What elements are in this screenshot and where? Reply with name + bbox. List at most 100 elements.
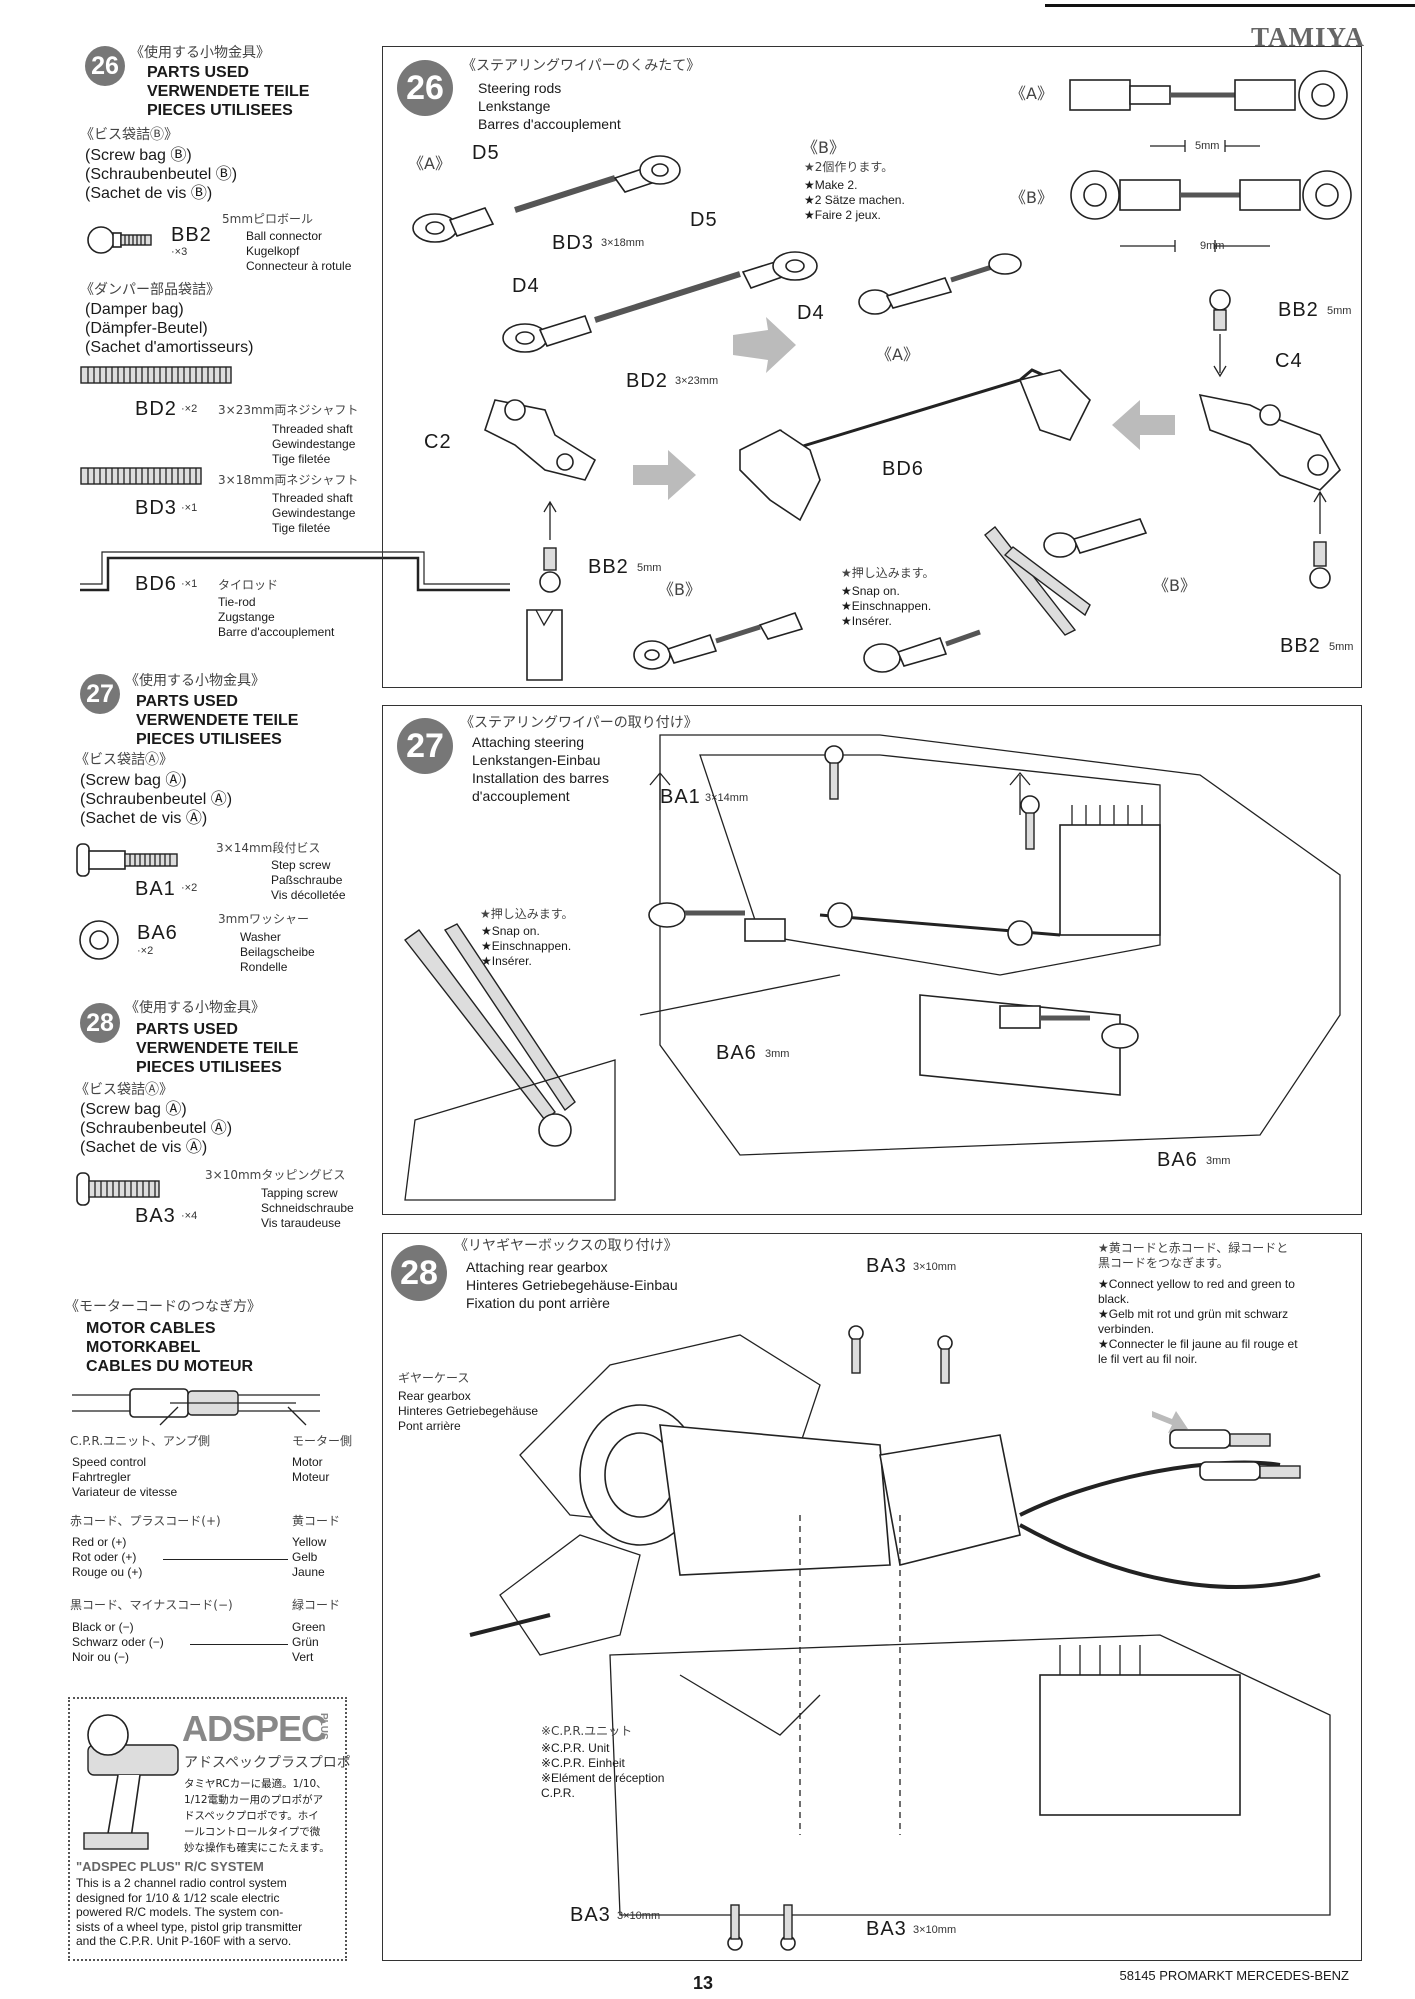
cpr-unit-jp: ※C.P.R.ユニット [541, 1724, 633, 1738]
arrow-right-icon [733, 317, 796, 373]
screw-ba1-left [824, 745, 844, 800]
ba6-label-27b: BA6 [1157, 1149, 1198, 1171]
steering-arm-c4 [1198, 393, 1341, 491]
step26-number: 26 [397, 60, 453, 116]
tie-rod-assembly [739, 368, 1091, 522]
ba6-qty: ·×2 [137, 945, 154, 957]
adspec-plus: PLUS [318, 1713, 329, 1740]
cable-note-jp: ★黄コードと赤コード、緑コードと黒コードをつなぎます。 [1098, 1241, 1289, 1270]
adspec-body: This is a 2 channel radio control system… [76, 1876, 303, 1948]
screw-ba3-4 [780, 1904, 796, 1951]
cpr-side-jp: C.P.R.ユニット、アンプ側 [70, 1434, 211, 1448]
pliers-icon [984, 526, 1091, 636]
rod-assembly-bd2 [502, 251, 818, 353]
s26-bag-jp: 《ビス袋詰Ⓑ》 [80, 127, 178, 143]
ba3-code: BA3 [135, 1205, 176, 1227]
step28-panel [382, 1233, 1362, 1961]
snap-jp-27: ★押し込みます。 [480, 907, 574, 921]
label-b-note: 《B》 [802, 138, 845, 157]
step27-jp-title: 《ステアリングワイパーの取り付け》 [460, 715, 698, 731]
threaded-shaft-long-icon [80, 366, 232, 384]
bd6-qty: ·×1 [181, 578, 198, 590]
s27-jp-title: 《使用する小物金具》 [125, 673, 265, 689]
ball-connector-up-left [539, 500, 561, 593]
dim-b-label: 9mm [1200, 240, 1225, 252]
damper-lines: (Damper bag)(Dämpfer-Beutel)(Sachet d'am… [85, 301, 254, 356]
rear-gearbox-drawing [469, 1334, 1331, 1916]
step26-parts-number: 26 [85, 46, 125, 86]
snap-lines-27: ★Snap on.★Einschnappen.★Insérer. [481, 924, 572, 968]
s27-bag-lines: (Screw bag Ⓐ)(Schraubenbeutel Ⓐ)(Sachet … [80, 772, 233, 827]
ba6-size-27a: 3mm [765, 1048, 790, 1060]
rod-end-27-left [648, 902, 786, 942]
gear-case-jp: ギヤーケース [398, 1371, 470, 1385]
label-a-left: 《A》 [408, 154, 451, 173]
black-lines: Black or (−)Schwarz oder (−)Noir ou (−) [72, 1620, 164, 1664]
ba1-qty: ·×2 [181, 882, 198, 894]
red-lines: Red or (+)Rot oder (+)Rouge ou (+) [72, 1535, 143, 1579]
arrow-left-icon [1112, 400, 1175, 450]
adspec-brand-jp: アドスペックプラスプロポ [184, 1755, 351, 1771]
arrow-right-icon-2 [633, 450, 696, 500]
ba3-size-top: 3×10mm [913, 1261, 957, 1273]
step28-number: 28 [391, 1245, 447, 1301]
damper-jp: 《ダンパー部品袋詰》 [80, 282, 220, 298]
yellow-jp: 黄コード [292, 1514, 341, 1528]
rod-assembly-bd3 [412, 155, 681, 243]
chassis-front-drawing [639, 734, 1341, 1156]
bd2-qty: ·×2 [181, 403, 198, 415]
dim-9mm [1120, 240, 1270, 252]
bd3-code: BD3 [135, 497, 177, 519]
ba3-label-br: BA3 [866, 1918, 907, 1940]
screw-ba1-right [1020, 795, 1040, 850]
bd3-size: 3×18mm [601, 237, 645, 249]
ba6-size-27b: 3mm [1206, 1155, 1231, 1167]
snap-lines-26: ★Snap on.★Einschnappen.★Insérer. [841, 584, 932, 628]
d5-bottom: D5 [690, 209, 718, 231]
step26-jp-title: 《ステアリングワイパーのくみたて》 [462, 58, 701, 74]
motor-jp-title: 《モーターコードのつなぎ方》 [65, 1299, 261, 1315]
black-jp: 黒コード、マイナスコード(−) [70, 1598, 233, 1612]
ba3-label-bl: BA3 [570, 1904, 611, 1926]
dim-5mm [1150, 140, 1260, 152]
red-yellow-connector-line [163, 1559, 288, 1560]
step27-number: 27 [397, 718, 453, 774]
s26-bag-lines: (Screw bag Ⓑ)(Schraubenbeutel Ⓑ)(Sachet … [85, 147, 238, 202]
ba3-qty: ·×4 [181, 1210, 198, 1222]
hex-driver-icon [526, 609, 563, 681]
label-a-center: 《A》 [876, 345, 919, 364]
bb2-label-left: BB2 [588, 556, 629, 578]
motor-cable-connector-icon [72, 1388, 320, 1426]
d4-left: D4 [512, 275, 540, 297]
bd6-code: BD6 [135, 573, 177, 595]
washer-icon [79, 920, 119, 960]
s28-bag-lines: (Screw bag Ⓐ)(Schraubenbeutel Ⓐ)(Sachet … [80, 1101, 233, 1156]
label-b-right-bottom: 《B》 [1153, 576, 1196, 595]
cpr-unit-lines: ※C.P.R. Unit※C.P.R. Einheit※Elément de r… [541, 1741, 665, 1800]
bb2-qty: ·×3 [171, 246, 188, 258]
step27-parts-number: 27 [80, 674, 120, 714]
ba1-jp: 3×14mm段付ビス [216, 841, 321, 855]
bb2-label-top: BB2 [1278, 299, 1319, 321]
bd3-label: BD3 [552, 232, 594, 254]
pliers-inset [403, 923, 616, 1201]
ba3-size-bl: 3×10mm [617, 1910, 661, 1922]
rod-b-bottom [633, 612, 804, 670]
bd6-jp: タイロッド [218, 578, 279, 592]
rod-end-a-icon [1069, 70, 1348, 120]
bb2-label-right: BB2 [1280, 635, 1321, 657]
ba6-code: BA6 [137, 922, 178, 944]
bb2-size-right: 5mm [1329, 641, 1354, 653]
bd3-jp: 3×18mm両ネジシャフト [218, 473, 359, 487]
ba3-label-top: BA3 [866, 1255, 907, 1277]
ball-connector-up-right [1309, 490, 1331, 589]
